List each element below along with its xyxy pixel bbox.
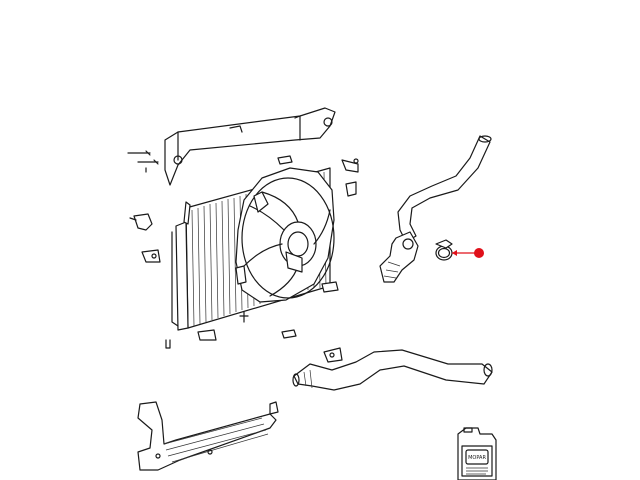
air-deflector[interactable] <box>137 401 279 471</box>
cooling-fan[interactable] <box>235 167 335 303</box>
upper-radiator-bracket[interactable] <box>164 107 336 186</box>
lower-radiator-hose[interactable] <box>292 347 493 391</box>
hose-clamp[interactable] <box>435 239 453 261</box>
radiator-hose[interactable] <box>379 135 492 283</box>
fastener-bolts[interactable] <box>127 150 159 173</box>
coolant-jug-label: MOPAR <box>468 455 486 461</box>
callout-dot[interactable] <box>474 248 484 258</box>
mounting-clips[interactable] <box>129 155 359 349</box>
callout-marker <box>452 248 484 258</box>
coolant-jug[interactable]: MOPAR <box>457 427 497 480</box>
